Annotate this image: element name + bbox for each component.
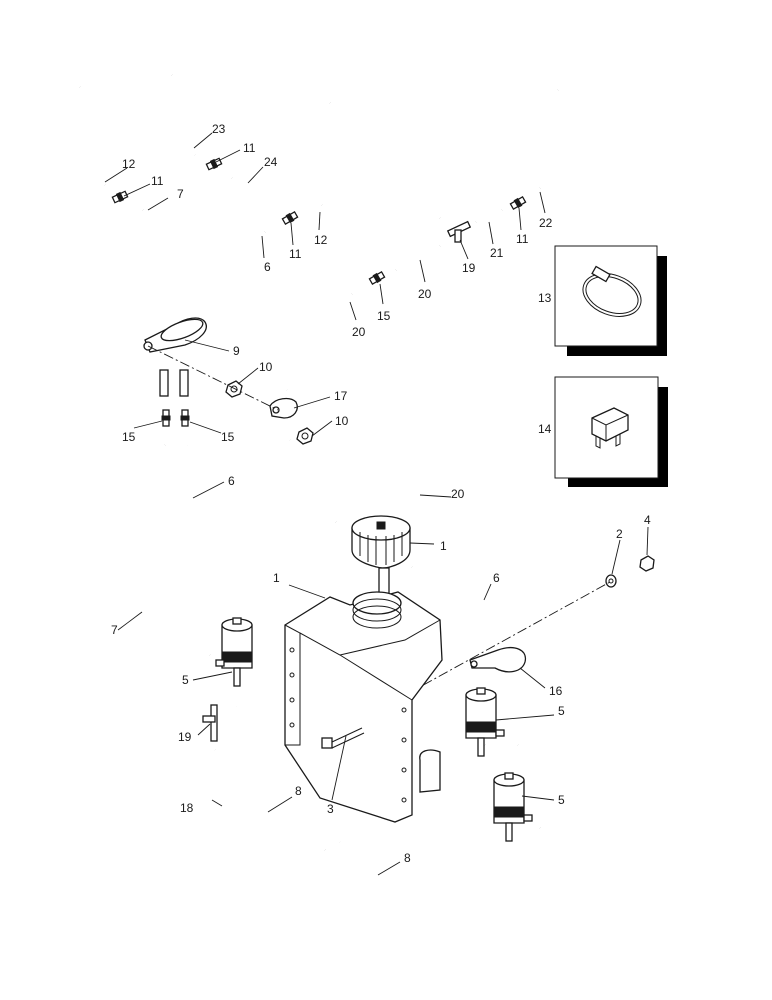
callout-6: 6: [264, 260, 271, 274]
reservoir-cap: [351, 515, 411, 615]
callout-3: 3: [327, 802, 334, 816]
callout-5: 5: [558, 793, 565, 807]
connector-11-c: [281, 211, 299, 225]
callout-7: 7: [111, 623, 118, 637]
washer-pump-mid: [465, 687, 505, 757]
inset-13-hose-clamp: [554, 245, 667, 356]
callout-1: 1: [440, 539, 447, 553]
callout-13: 13: [538, 291, 552, 305]
hose-6-long: [410, 563, 643, 851]
callout-20: 20: [418, 287, 432, 301]
callout-18: 18: [180, 801, 194, 815]
hose-6-lower: [183, 444, 338, 526]
alignment-lines: [147, 345, 611, 721]
callout-20: 20: [352, 325, 366, 339]
callout-4: 4: [644, 513, 651, 527]
callout-8: 8: [295, 784, 302, 798]
callout-10: 10: [335, 414, 349, 428]
callout-9: 9: [233, 344, 240, 358]
hose-22: [537, 88, 564, 191]
leader-lines: [104, 132, 649, 876]
hose-23: [166, 72, 196, 159]
callout-11: 11: [289, 247, 302, 261]
callout-22: 22: [539, 216, 553, 230]
callout-24: 24: [264, 155, 278, 169]
callout-6: 6: [228, 474, 235, 488]
hose-stubs-below-clamp: [159, 369, 189, 397]
callout-12: 12: [122, 157, 136, 171]
washer-reservoir: [284, 591, 443, 823]
clamp-9: [143, 317, 207, 353]
washer-2: [605, 574, 617, 588]
callout-8: 8: [404, 851, 411, 865]
hose-6-upper: [181, 228, 267, 336]
callout-11: 11: [516, 232, 529, 246]
hose-12-left: [74, 84, 107, 189]
hose-7-upper: [141, 206, 170, 346]
clamp-16: [469, 647, 527, 673]
tee-connector-19-upper: [446, 220, 472, 243]
callout-16: 16: [549, 684, 563, 698]
callout-20: 20: [451, 487, 465, 501]
callout-1: 1: [273, 571, 280, 585]
callout-10: 10: [259, 360, 273, 374]
callout-15: 15: [377, 309, 391, 323]
callout-7: 7: [177, 187, 184, 201]
hose-7-lower: [118, 443, 212, 659]
callout-14: 14: [538, 422, 552, 436]
callout-17: 17: [334, 389, 348, 403]
hose-20-short: [394, 242, 442, 274]
callout-15: 15: [221, 430, 235, 444]
hose-8-upper: [233, 705, 341, 846]
callout-2: 2: [616, 527, 623, 541]
callout-23: 23: [212, 122, 226, 136]
hose-24: [229, 158, 442, 222]
washer-pump-lower: [493, 772, 533, 842]
hose-21: [474, 206, 504, 226]
nut-10-upper: [225, 380, 243, 398]
callout-6: 6: [493, 571, 500, 585]
callout-15: 15: [122, 430, 136, 444]
callout-5: 5: [182, 673, 189, 687]
callout-labels: 1 1 2 3 4 5 5 5 6 6 6 7 7 8 8 9 10 10 11…: [111, 122, 651, 865]
connector-15-left: [161, 409, 171, 427]
callout-5: 5: [558, 704, 565, 718]
bolt-3: [321, 727, 365, 749]
callout-19: 19: [178, 730, 192, 744]
callout-19: 19: [462, 261, 476, 275]
connector-11-b: [205, 157, 223, 171]
callout-11: 11: [243, 141, 256, 155]
nut-10-lower: [296, 427, 314, 445]
connectors: [111, 157, 527, 742]
clamp-17: [269, 397, 298, 419]
hose-12-right: [310, 101, 337, 206]
connector-11-d: [509, 196, 527, 210]
nut-4: [639, 555, 655, 572]
hose-20-long: [286, 439, 609, 756]
inset-14-fuse: [554, 376, 668, 487]
hose-20-mid: [282, 290, 354, 391]
connector-15-upper: [368, 271, 386, 285]
callout-11: 11: [151, 174, 164, 188]
hose-18: [211, 749, 512, 922]
tee-connector-19-lower: [202, 704, 218, 742]
hoses: [74, 72, 643, 922]
washer-pump-left: [215, 617, 253, 687]
connector-15-right: [180, 409, 190, 427]
connector-11-a: [111, 190, 129, 204]
callout-12: 12: [314, 233, 328, 247]
callout-21: 21: [490, 246, 504, 260]
